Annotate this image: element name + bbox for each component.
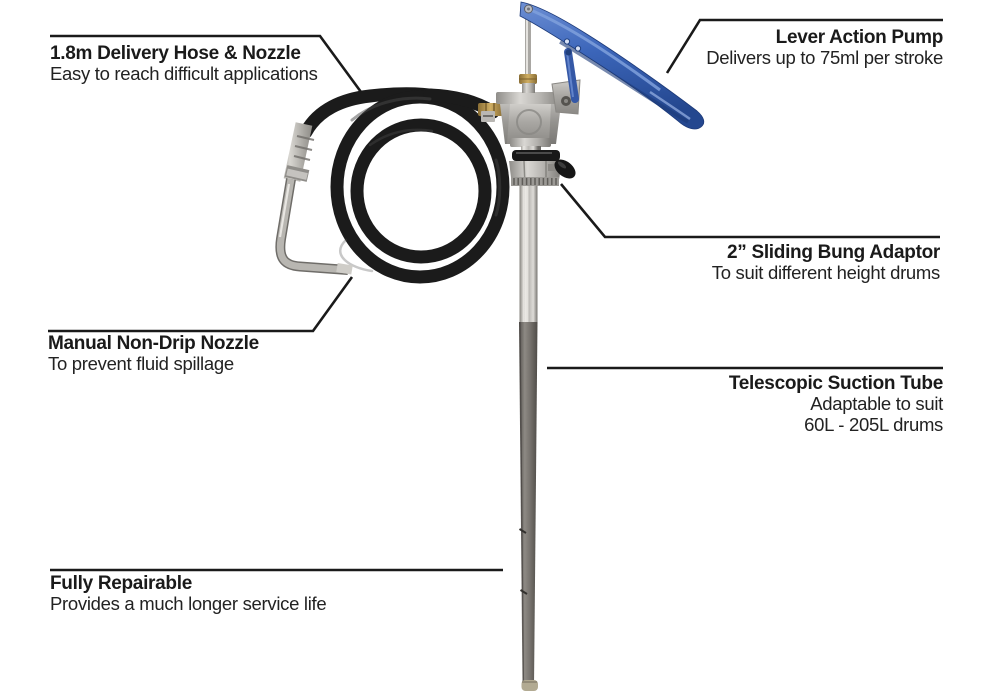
lever-handle	[519, 1, 705, 130]
callout-description: Adaptable to suit	[810, 393, 943, 414]
bung-adaptor	[509, 146, 576, 187]
delivery-hose	[299, 87, 510, 284]
leader-delivery-hose	[50, 34, 363, 93]
callout-delivery-hose-nozzle: 1.8m Delivery Hose & Nozzle Easy to reac…	[50, 44, 318, 85]
callout-title: Telescopic Suction Tube	[728, 373, 943, 394]
callout-description: To suit different height drums	[711, 262, 941, 283]
callout-title: Lever Action Pump	[775, 27, 944, 48]
callout-fully-repairable: Fully Repairable Provides a much longer …	[50, 573, 327, 615]
non-drip-nozzle	[275, 122, 353, 275]
suction-tube	[518, 186, 538, 691]
callout-title: Fully Repairable	[50, 573, 192, 594]
callout-description: To prevent fluid spillage	[48, 353, 234, 374]
callout-title: Manual Non-Drip Nozzle	[48, 333, 259, 354]
grip-highlight	[649, 90, 691, 121]
callout-description-line2: 60L - 205L drums	[804, 413, 943, 435]
link-bolt	[565, 49, 572, 56]
lever-rivet	[563, 38, 571, 45]
callout-description: Easy to reach difficult applications	[50, 63, 318, 84]
embossed-logo	[516, 109, 542, 135]
callout-manual-non-drip-nozzle: Manual Non-Drip Nozzle To prevent fluid …	[48, 334, 259, 375]
pump-body	[496, 92, 565, 147]
lever-rivet	[574, 45, 582, 52]
callout-description: Delivers up to 75ml per stroke	[706, 47, 943, 68]
callout-title: 2” Sliding Bung Adaptor	[727, 242, 940, 263]
pump-inlet-fitting	[478, 103, 503, 122]
callout-description: Provides a much longer service life	[50, 593, 327, 614]
leader-non-drip-nozzle	[48, 276, 354, 333]
callout-title: 1.8m Delivery Hose & Nozzle	[50, 43, 301, 64]
callout-telescopic-suction-tube: Telescopic Suction Tube Adaptable to sui…	[729, 374, 943, 435]
leader-lever-pump	[665, 18, 943, 74]
leader-bung-adaptor	[559, 183, 940, 239]
link-arm	[564, 48, 579, 103]
leader-lines	[48, 18, 943, 572]
callout-sliding-bung-adaptor: 2” Sliding Bung Adaptor To suit differen…	[711, 242, 941, 284]
piston-rod	[519, 5, 537, 93]
callout-lever-action-pump: Lever Action Pump Delivers up to 75ml pe…	[706, 28, 943, 69]
nozzle-tip	[336, 263, 353, 275]
